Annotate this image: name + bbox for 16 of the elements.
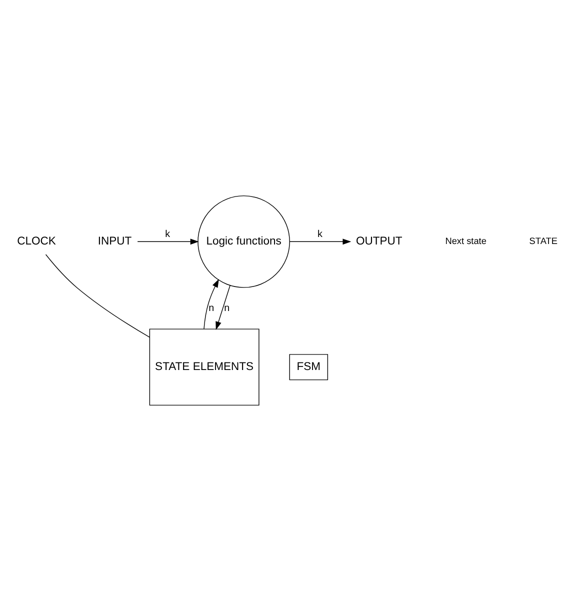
connector xyxy=(45,254,150,338)
node-text: CLOCK xyxy=(17,234,56,247)
arrow xyxy=(289,238,352,244)
node-text: OUTPUT xyxy=(356,234,402,247)
edge-label: n xyxy=(208,302,214,314)
label: Next state xyxy=(445,236,486,246)
edge-label: k xyxy=(165,228,170,240)
node-box: FSM xyxy=(289,354,328,380)
label: STATE xyxy=(529,236,558,246)
arrow xyxy=(216,284,230,330)
edge-label: k xyxy=(317,228,322,240)
arrow xyxy=(204,278,219,329)
node-text: INPUT xyxy=(98,234,132,247)
edge-label: n xyxy=(224,302,230,314)
arrow xyxy=(137,238,199,244)
node-box: STATE ELEMENTS xyxy=(149,328,260,406)
